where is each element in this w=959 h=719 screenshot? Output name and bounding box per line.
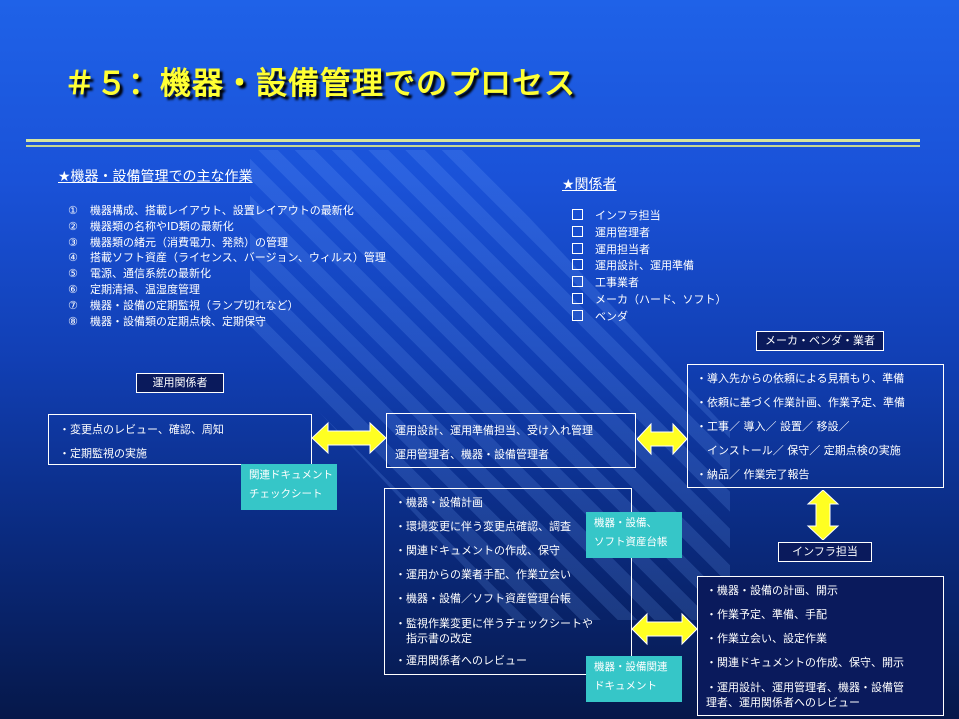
square-bullet-icon (572, 276, 583, 288)
square-bullet-icon (572, 242, 583, 254)
infra-line: ・機器・設備の計画、開示 (706, 584, 838, 597)
mgmt-line: ・機器・設備／ソフト資産管理台帳 (395, 592, 571, 605)
note-line: ドキュメント (594, 680, 657, 692)
vendor-line: ・依頼に基づく作業計画、作業予定、準備 (696, 396, 905, 409)
ops-line: ・定期監視の実施 (59, 447, 147, 460)
stakeholders-list: インフラ担当 運用管理者 運用担当者 運用設計、運用準備 工事業者 メーカ（ハー… (572, 208, 727, 326)
mgmt-line: ・監視作業変更に伴うチェックシートや (395, 617, 593, 630)
center-line: 運用設計、運用準備担当、受け入れ管理 (395, 424, 593, 437)
note-line: 機器・設備関連 (594, 661, 668, 673)
stakeholder-item: 運用設計、運用準備 (572, 258, 727, 275)
double-arrow-icon (312, 421, 386, 455)
stakeholders-heading: ★関係者 (562, 177, 617, 193)
infra-label: インフラ担当 (778, 542, 872, 562)
infra-line: ・作業立会い、設定作業 (706, 632, 827, 645)
vendor-label: メーカ・ベンダ・業者 (756, 331, 884, 351)
mgmt-line: ・運用からの業者手配、作業立会い (395, 568, 571, 581)
stakeholder-item: メーカ（ハード、ソフト） (572, 292, 727, 309)
square-bullet-icon (572, 225, 583, 237)
stakeholder-item: 運用管理者 (572, 225, 727, 242)
center-box: 運用設計、運用準備担当、受け入れ管理 運用管理者、機器・設備管理者 (386, 413, 636, 468)
doc-check-note: 関連ドキュメント チェックシート (241, 464, 337, 510)
stakeholder-item: 運用担当者 (572, 242, 727, 259)
ops-related-label: 運用関係者 (136, 373, 224, 393)
center-line: 運用管理者、機器・設備管理者 (395, 448, 549, 461)
infra-box: ・機器・設備の計画、開示 ・作業予定、準備、手配 ・作業立会い、設定作業 ・関連… (697, 576, 944, 716)
square-bullet-icon (572, 309, 583, 321)
ops-line: ・変更点のレビュー、確認、周知 (59, 423, 224, 436)
infra-line: 理者、運用関係者へのレビュー (706, 696, 860, 709)
square-bullet-icon (572, 259, 583, 271)
page-title: ＃５：機器・設備管理でのプロセス (64, 66, 576, 102)
ledger-note: 機器・設備、 ソフト資産台帳 (586, 512, 682, 558)
vendor-line: ・納品／ 作業完了報告 (696, 468, 810, 481)
mgmt-line: ・関連ドキュメントの作成、保守 (395, 544, 560, 557)
note-line: 機器・設備、 (594, 517, 657, 529)
vendor-box: ・導入先からの依頼による見積もり、準備 ・依頼に基づく作業計画、作業予定、準備 … (687, 364, 944, 488)
mgmt-line: ・機器・設備計画 (395, 496, 483, 509)
square-bullet-icon (572, 292, 583, 304)
vendor-line: ・工事／ 導入／ 設置／ 移設／ (696, 420, 850, 433)
stakeholder-item: ベンダ (572, 309, 727, 326)
mgmt-line: 指示書の改定 (395, 632, 472, 645)
vendor-line: インストール／ 保守／ 定期点検の実施 (696, 444, 901, 457)
note-line: ソフト資産台帳 (594, 536, 668, 548)
note-line: チェックシート (249, 488, 323, 500)
stakeholder-item: 工事業者 (572, 275, 727, 292)
mgmt-line: ・運用関係者へのレビュー (395, 654, 527, 667)
infra-line: ・作業予定、準備、手配 (706, 608, 827, 621)
vertical-double-arrow-icon (806, 490, 840, 540)
stakeholder-item: インフラ担当 (572, 208, 727, 225)
square-bullet-icon (572, 209, 583, 220)
vendor-line: ・導入先からの依頼による見積もり、準備 (696, 372, 905, 385)
infra-line: ・運用設計、運用管理者、機器・設備管 (706, 681, 904, 694)
title-divider (26, 139, 920, 142)
mgmt-line: ・環境変更に伴う変更点確認、調査 (395, 520, 571, 533)
mgmt-box: ・機器・設備計画 ・環境変更に伴う変更点確認、調査 ・関連ドキュメントの作成、保… (384, 488, 632, 675)
double-arrow-icon (632, 612, 697, 646)
related-docs-note: 機器・設備関連 ドキュメント (586, 656, 682, 702)
infra-line: ・関連ドキュメントの作成、保守、開示 (706, 656, 904, 669)
ops-box: ・変更点のレビュー、確認、周知 ・定期監視の実施 (48, 414, 312, 465)
note-line: 関連ドキュメント (249, 469, 333, 481)
title-divider-2 (26, 145, 920, 147)
double-arrow-icon (637, 422, 687, 456)
tasks-heading: ★機器・設備管理での主な作業 (58, 169, 253, 185)
